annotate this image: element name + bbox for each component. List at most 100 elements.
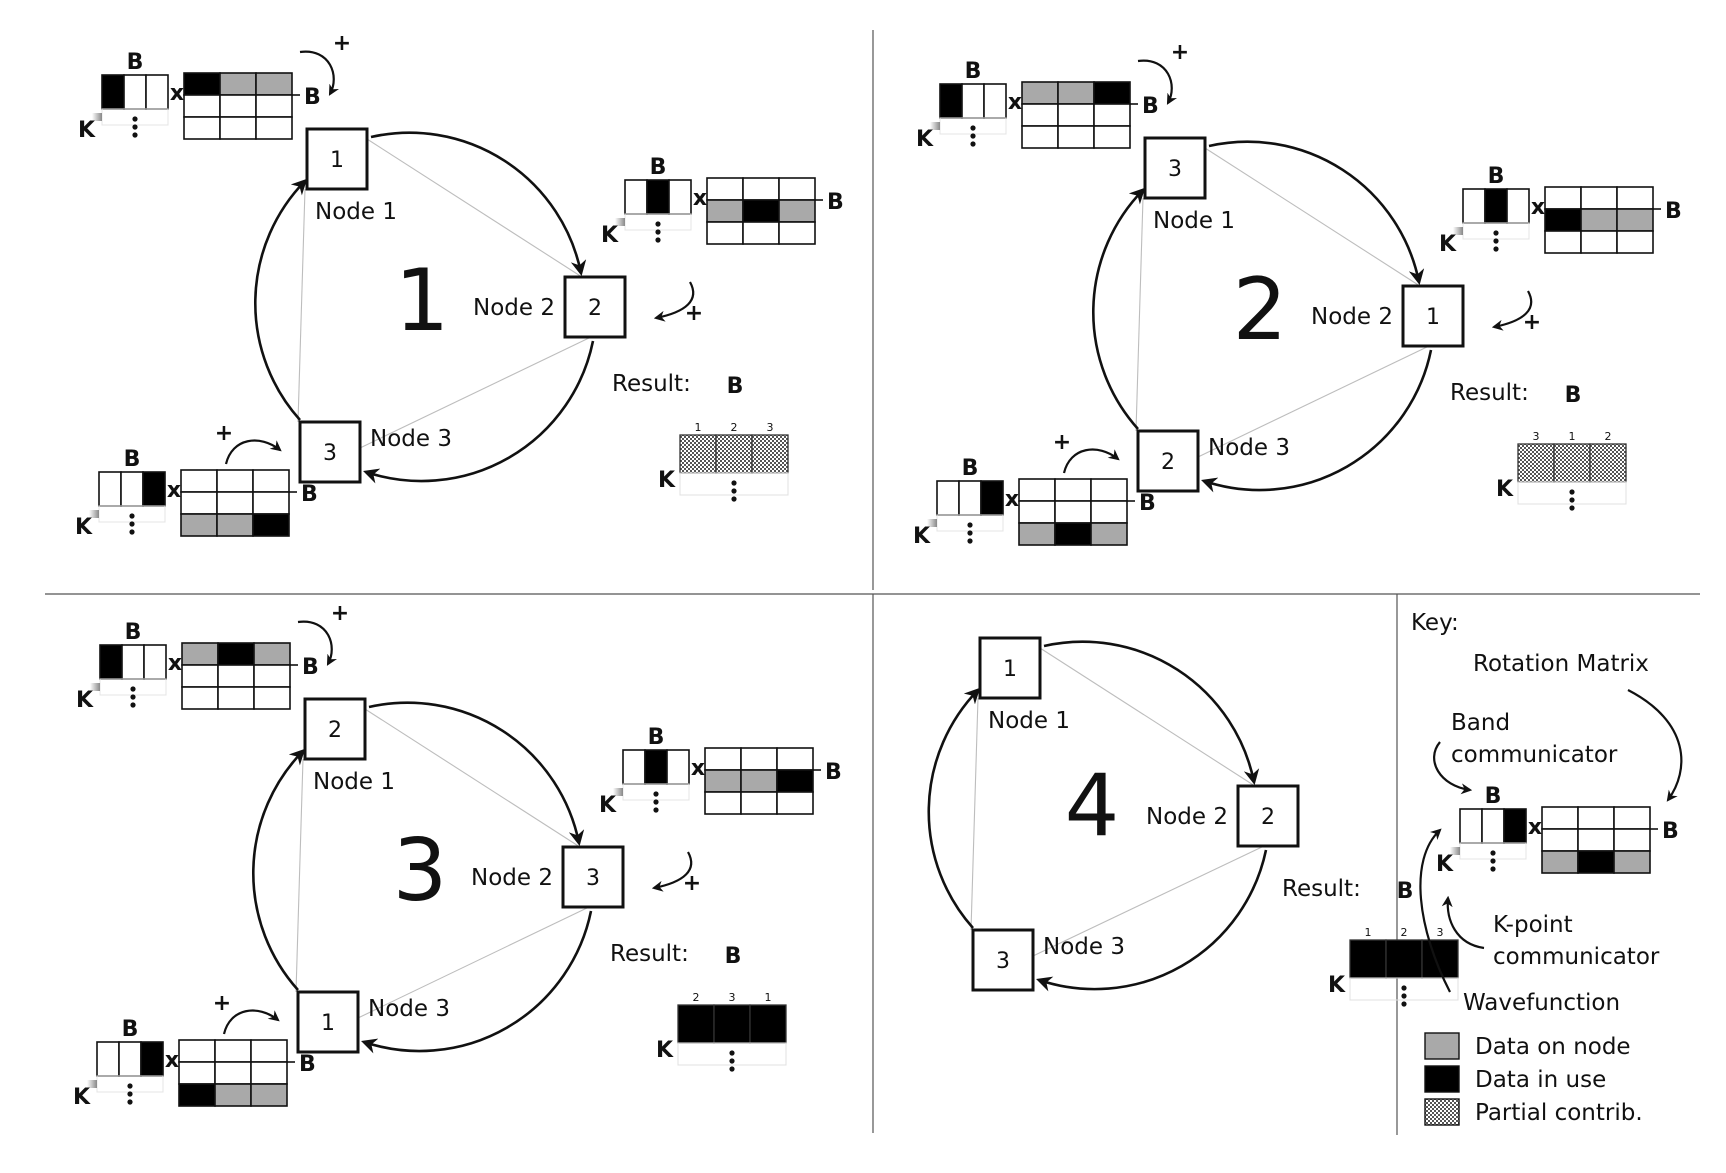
wavefunction-band-label: B xyxy=(648,725,665,750)
rotation-cell xyxy=(178,1083,216,1107)
kpoint-edge-shade xyxy=(930,122,940,130)
result-band-label: B xyxy=(1565,383,1582,408)
wavefunction-cell xyxy=(958,480,982,516)
result-col-label: 2 xyxy=(1605,430,1612,443)
result-cell xyxy=(751,434,789,474)
ring-arrow-3-to-1 xyxy=(1092,187,1146,430)
kpoint-edge-shade xyxy=(87,1080,97,1088)
result-cell xyxy=(677,1004,715,1044)
node: 2 xyxy=(1136,429,1200,493)
ellipsis-dot xyxy=(1493,230,1499,236)
rotation-cell xyxy=(253,686,291,710)
wavefunction-cell xyxy=(145,74,169,110)
rotation-cell xyxy=(778,221,816,245)
ellipsis-dot xyxy=(970,141,976,147)
key-panel: Key:Rotation MatrixBandcommunicatorK-poi… xyxy=(1411,610,1683,1126)
rotation-cell xyxy=(1613,828,1651,852)
rotation-cell xyxy=(1021,125,1059,149)
accumulate-arrow: + xyxy=(215,421,282,465)
rotation-band-label: B xyxy=(299,1052,316,1077)
wavefunction-cell xyxy=(939,83,963,119)
node-2-label: Node 2 xyxy=(473,295,555,321)
plus-sign: + xyxy=(1053,430,1071,455)
node: 3 xyxy=(298,420,362,484)
rotation-cell xyxy=(178,1061,216,1085)
rotation-cell xyxy=(740,747,778,771)
accumulate-arc xyxy=(651,851,693,892)
wavefunction-cell xyxy=(1503,808,1527,844)
multiply-sign: x xyxy=(1008,90,1022,115)
node-number: 2 xyxy=(588,296,602,321)
wavefunction-kpoint-label: K xyxy=(73,1085,91,1110)
ellipsis-dot xyxy=(967,522,973,528)
rotation-cell xyxy=(740,791,778,815)
node: 2 xyxy=(563,275,627,339)
rotation-cell xyxy=(214,1039,252,1063)
wavefunction-cell xyxy=(1462,188,1486,224)
ellipsis-dot xyxy=(132,124,138,130)
result-col-label: 2 xyxy=(1401,926,1408,939)
key-wavefunction-arrow xyxy=(1419,828,1451,993)
rotation-cell xyxy=(181,686,219,710)
ellipsis-dot xyxy=(129,521,135,527)
result-cell xyxy=(713,1004,751,1044)
result-extension xyxy=(1349,977,1459,1001)
result-kpoint-label: K xyxy=(1328,973,1346,998)
chord-line xyxy=(1032,845,1265,957)
ellipsis-dot xyxy=(1401,985,1407,991)
result-label: Result: xyxy=(1450,380,1529,406)
ellipsis-dot xyxy=(1569,505,1575,511)
rotation-cell xyxy=(1093,103,1131,127)
plus-sign: + xyxy=(683,871,701,896)
result-cell xyxy=(1385,939,1423,979)
rotation-cell xyxy=(219,116,257,140)
rotation-cell xyxy=(1577,806,1615,830)
rotation-cell xyxy=(250,1061,288,1085)
node-number: 1 xyxy=(1426,305,1440,330)
ellipsis-dot xyxy=(653,791,659,797)
node-box xyxy=(1401,284,1465,348)
rotation-cell xyxy=(1057,81,1095,105)
node-3-label: Node 3 xyxy=(1043,934,1125,960)
node-box xyxy=(296,990,360,1054)
plus-sign: + xyxy=(215,421,233,446)
rotation-cell xyxy=(1021,81,1059,105)
ellipsis-dot xyxy=(129,513,135,519)
accumulate-arc xyxy=(1062,448,1120,474)
ellipsis-dot xyxy=(967,538,973,544)
rotation-cell xyxy=(1093,125,1131,149)
rotation-cell xyxy=(181,642,219,666)
wavefunction-band-label: B xyxy=(965,59,982,84)
wavefunction-cell xyxy=(961,83,985,119)
node-box xyxy=(298,420,362,484)
key-rotation-matrix-label: Rotation Matrix xyxy=(1473,651,1649,677)
rotation-cell xyxy=(1054,478,1092,502)
accumulate-arc xyxy=(222,1009,280,1035)
accumulate-arc xyxy=(299,50,340,96)
rotation-cell xyxy=(776,747,814,771)
rotation-cell xyxy=(1613,850,1651,874)
node-number: 3 xyxy=(586,866,600,891)
plus-sign: + xyxy=(1171,40,1189,65)
rotation-cell xyxy=(180,469,218,493)
wavefunction-cell xyxy=(666,749,690,785)
rotation-cell xyxy=(216,513,254,537)
rotation-cell xyxy=(183,116,221,140)
wavefunction-cell xyxy=(624,179,648,215)
node-number: 1 xyxy=(1003,657,1017,682)
kpoint-edge-shade xyxy=(1450,847,1460,855)
rotation-cell xyxy=(252,513,290,537)
node-3-label: Node 3 xyxy=(370,426,452,452)
plus-sign: + xyxy=(685,301,703,326)
rotation-cell xyxy=(252,469,290,493)
result-col-label: 3 xyxy=(767,421,774,434)
rotation-cell xyxy=(1090,478,1128,502)
accumulate-arrow: + xyxy=(1137,40,1189,105)
ellipsis-dot xyxy=(127,1091,133,1097)
